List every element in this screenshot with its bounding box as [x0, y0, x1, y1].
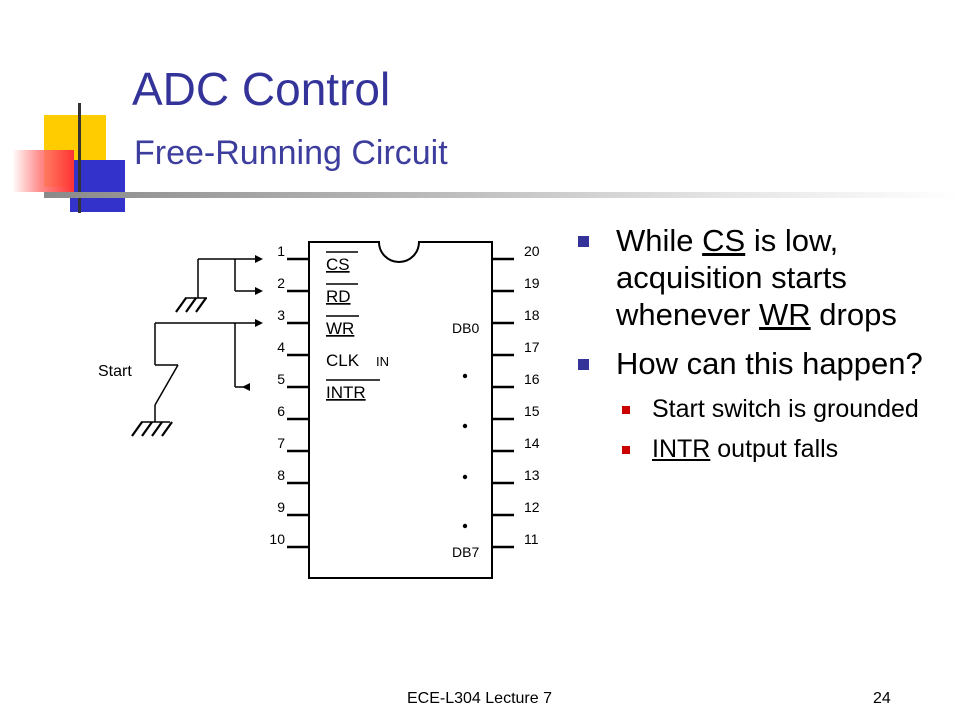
- pin-label: 10: [269, 531, 285, 547]
- sub-bullet-item: Start switch is grounded: [622, 394, 948, 425]
- signal-clk: CLK: [326, 351, 360, 370]
- pin-label: 11: [524, 531, 539, 547]
- start-label: Start: [98, 363, 132, 380]
- adc-circuit-diagram: 1 2 3 4 5 6 7 8 9 10 20 19 18 17 16 15 1…: [98, 241, 540, 579]
- left-pin-numbers: 1 2 3 4 5 6 7 8 9 10: [269, 243, 285, 547]
- pin-label: 3: [277, 307, 285, 323]
- right-pin-lines: [492, 257, 514, 549]
- pin-label: 16: [524, 371, 540, 387]
- sub-bullet-text-intr: INTR: [652, 435, 711, 463]
- bullet-list: While CS is low, acquisition starts when…: [578, 222, 948, 474]
- sub-bullet-marker: [622, 406, 630, 414]
- deco-vertical-line: [78, 103, 81, 213]
- wiring: [141, 258, 255, 423]
- bullet-marker: [578, 359, 589, 370]
- pin-label: 13: [524, 467, 540, 483]
- bullet-text-cs: CS: [702, 223, 746, 258]
- chip-body: [308, 241, 493, 579]
- sub-bullet-marker: [622, 446, 630, 454]
- db7-label: DB7: [452, 544, 479, 560]
- page-title: ADC Control: [132, 63, 391, 115]
- pin-label: 6: [277, 403, 285, 419]
- pin-label: 20: [524, 243, 540, 259]
- pin-label: 4: [277, 339, 285, 355]
- signal-overbars: [326, 251, 380, 381]
- bullet-text: drops: [810, 297, 897, 332]
- footer-lecture: ECE-L304 Lecture 7: [407, 690, 552, 707]
- right-pin-numbers: 20 19 18 17 16 15 14 13 12 11: [524, 243, 540, 547]
- pin-label: 7: [277, 435, 285, 451]
- sub-bullet-item: INTR output falls: [622, 434, 948, 465]
- bullet-text: While: [616, 223, 703, 258]
- bullet-marker: [578, 236, 589, 247]
- pin-label: 1: [277, 243, 285, 259]
- arrowheads: [242, 255, 263, 391]
- pin-label: 12: [524, 499, 540, 515]
- page-subtitle: Free-Running Circuit: [134, 134, 448, 172]
- pin-label: 18: [524, 307, 540, 323]
- left-pin-lines: [287, 257, 309, 549]
- pin-label: 2: [277, 275, 285, 291]
- pin-label: 5: [277, 371, 285, 387]
- pin-label: 19: [524, 275, 540, 291]
- page-number: 24: [873, 690, 891, 707]
- signal-clk-in: IN: [376, 354, 389, 369]
- bullet-item: How can this happen?: [578, 345, 948, 382]
- pin-label: 15: [524, 403, 540, 419]
- pin-label: 8: [277, 467, 285, 483]
- ground-symbol: [175, 297, 207, 313]
- bullet-text: How can this happen?: [616, 346, 923, 381]
- deco-red-block: [12, 150, 74, 192]
- ground-symbol: [131, 421, 173, 437]
- signal-cs: CS: [326, 255, 350, 274]
- bus-dots: [462, 373, 468, 529]
- bullet-text: is low, acquisition starts whenever: [616, 223, 847, 332]
- signal-rd: RD: [326, 287, 351, 306]
- pin-label: 14: [524, 435, 540, 451]
- bullet-text-wr: WR: [759, 297, 811, 332]
- bullet-item: While CS is low, acquisition starts when…: [578, 222, 948, 333]
- title-rule: [44, 192, 960, 198]
- db0-label: DB0: [452, 320, 479, 336]
- signal-intr: INTR: [326, 383, 366, 402]
- signal-wr: WR: [326, 319, 354, 338]
- pin-label: 9: [277, 499, 285, 515]
- sub-bullet-text: output falls: [710, 435, 839, 463]
- sub-bullet-text: Start switch is grounded: [652, 395, 919, 423]
- pin-label: 17: [524, 339, 540, 355]
